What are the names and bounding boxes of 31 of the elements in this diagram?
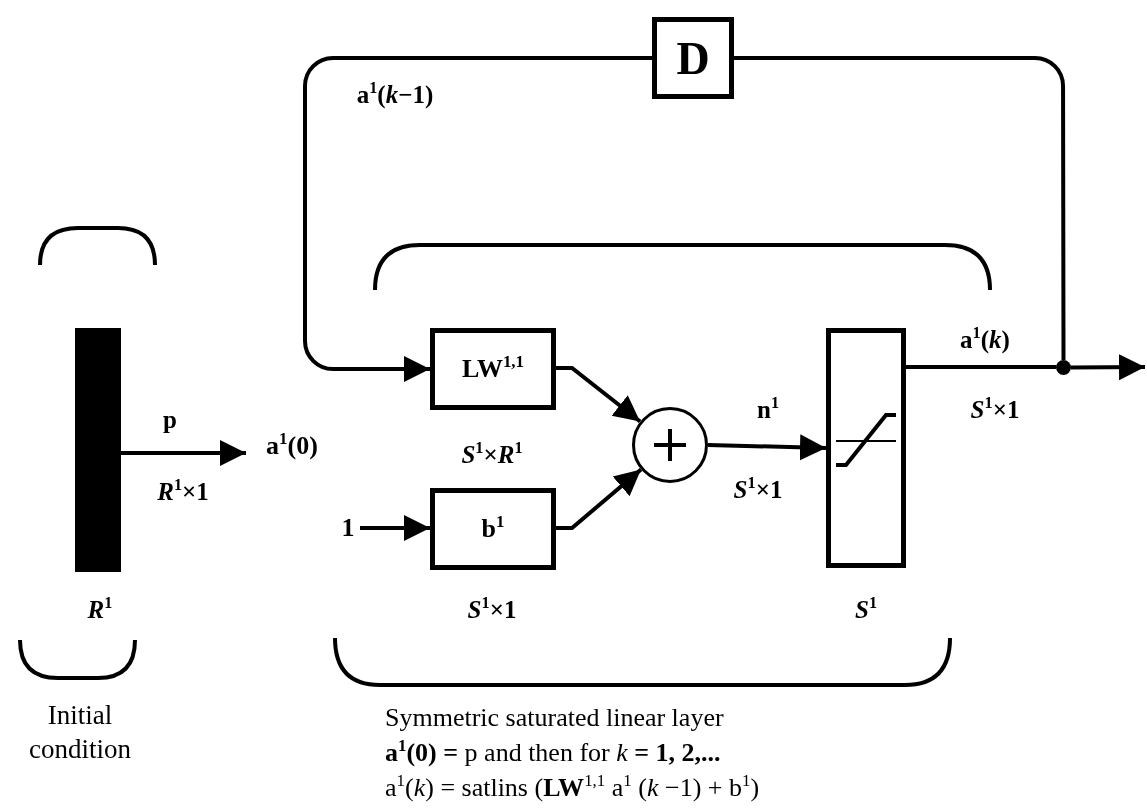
arrow xyxy=(1071,354,1145,381)
arrow xyxy=(707,434,827,461)
connector-line xyxy=(906,365,1056,369)
weight-box: D xyxy=(652,17,734,99)
arrow xyxy=(556,468,643,530)
edge-label: a$^{1}$(k) xyxy=(958,326,1012,354)
input-vector-bar xyxy=(75,328,121,572)
dimension-label: S$^{1}$×R$^{1}$ xyxy=(461,441,523,469)
dimension-label: R$^{1}$×1 xyxy=(157,478,209,506)
arrow xyxy=(303,56,652,382)
caption-text: Initial condition xyxy=(28,699,132,766)
junction-dot xyxy=(1056,360,1071,375)
dimension-label: S$^{1}$×1 xyxy=(467,596,517,624)
signal-label: a$^{1}$(0) xyxy=(246,428,338,464)
signal-label: 1 xyxy=(336,510,360,546)
weight-box: b$^{1}$ xyxy=(430,488,556,570)
arrow xyxy=(121,440,246,466)
dimension-label: S$^{1}$ xyxy=(855,596,877,624)
connector-line xyxy=(734,56,1066,360)
caption-text: Symmetric saturated linear layer xyxy=(385,703,724,733)
weight-box: LW$^{1,1}$ xyxy=(430,328,556,410)
arrow xyxy=(360,515,430,541)
caption-text: a$^{1}$(0) = p and then for k = 1, 2,... xyxy=(385,738,721,768)
dimension-label: S$^{1}$×1 xyxy=(733,476,783,504)
summing-junction xyxy=(632,407,708,483)
dimension-label: S$^{1}$×1 xyxy=(970,396,1020,424)
transfer-function-box xyxy=(826,328,906,568)
dimension-label: R$^{1}$ xyxy=(87,596,113,624)
edge-label: a$^{1}$(k−1) xyxy=(354,81,436,109)
arrow xyxy=(556,366,642,424)
caption-text: a$^{1}$(k) = satlins (LW$^{1,1}$ a$^{1}$ (k −1) + b$^{1}$) xyxy=(385,773,760,803)
